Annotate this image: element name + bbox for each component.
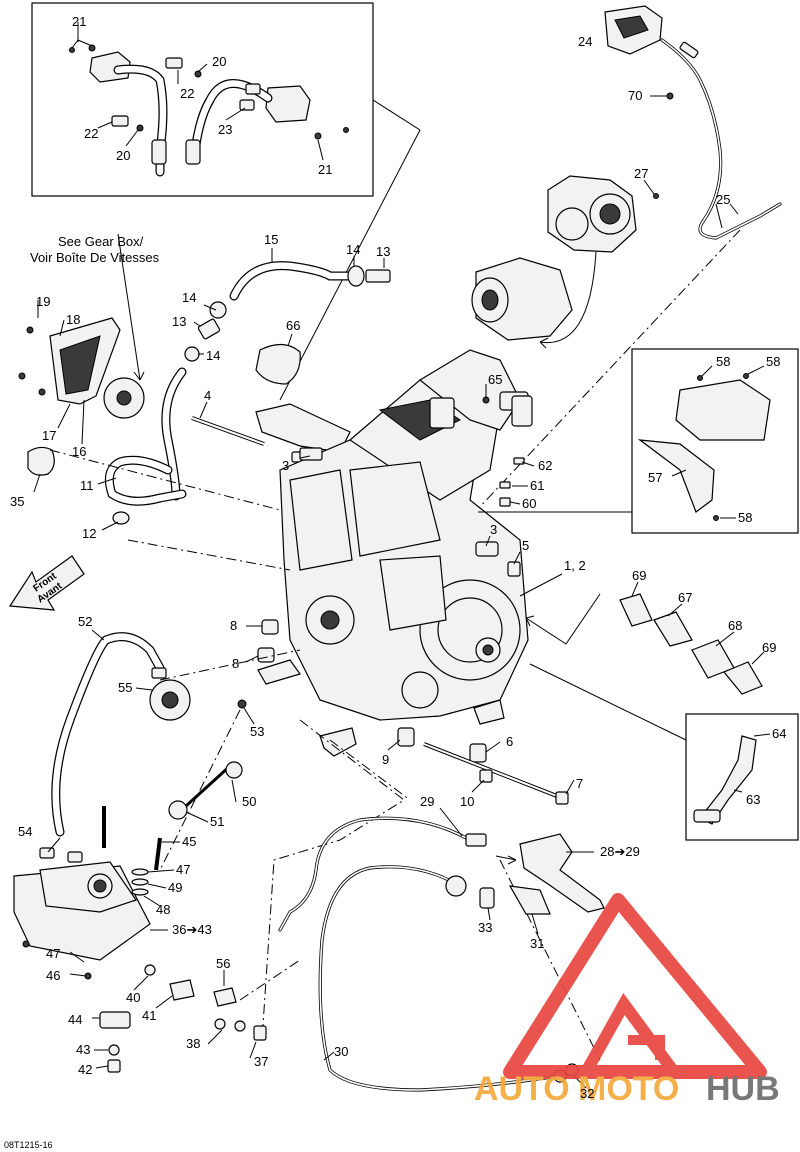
callout: 16	[72, 444, 86, 459]
callout: 51	[210, 814, 224, 829]
callout: 20	[116, 148, 130, 163]
callout: 54	[18, 824, 32, 839]
callout: 27	[634, 166, 648, 181]
autotomotohub-watermark: AUTO MOTO HUB	[474, 893, 780, 1108]
callout: 58	[738, 510, 752, 525]
callout: 33	[478, 920, 492, 935]
figure-code: 08T1215-16	[4, 1140, 53, 1150]
oil-tank-group	[13, 629, 267, 1073]
gear-box-note-line2: Voir Boîte De Vitesses	[30, 250, 160, 265]
callout: 50	[242, 794, 256, 809]
callout: 46	[46, 968, 60, 983]
callout: 64	[772, 726, 786, 741]
front-direction-arrow: Front Avant	[8, 555, 85, 611]
callout: 70	[628, 88, 642, 103]
clutch-cable-group	[278, 807, 605, 1092]
callout: 67	[678, 590, 692, 605]
callout: 8	[232, 656, 239, 671]
callout: 4	[204, 388, 211, 403]
callout: 14	[182, 290, 196, 305]
callout-labels: 21 20 22 22 20 23 21 24 70 27 25 15 14 1…	[10, 14, 786, 1101]
callout: 15	[264, 232, 278, 247]
callout: 35	[10, 494, 24, 509]
callout: 1, 2	[564, 558, 586, 573]
callout: 47	[176, 862, 190, 877]
callout: 18	[66, 312, 80, 327]
callout: 10	[460, 794, 474, 809]
callout: 55	[118, 680, 132, 695]
callout: 58	[716, 354, 730, 369]
callout: 22	[180, 86, 194, 101]
callout: 52	[78, 614, 92, 629]
callout: 49	[168, 880, 182, 895]
callout: 30	[334, 1044, 348, 1059]
callout: 13	[376, 244, 390, 259]
callout: 14	[346, 242, 360, 257]
throttle-body-group	[471, 5, 782, 349]
callout: 44	[68, 1012, 82, 1027]
callout: 68	[728, 618, 742, 633]
gear-box-note-line1: See Gear Box/	[58, 234, 144, 249]
callout: 19	[36, 294, 50, 309]
callout: 61	[530, 478, 544, 493]
callout: 40	[126, 990, 140, 1005]
intake-boots	[525, 581, 765, 695]
callout: 6	[506, 734, 513, 749]
callout: 45	[182, 834, 196, 849]
callout: 12	[82, 526, 96, 541]
callout: 22	[84, 126, 98, 141]
callout: 60	[522, 496, 536, 511]
callout: 47	[46, 946, 60, 961]
watermark-auto: AUTO	[474, 1070, 570, 1108]
callout: 21	[72, 14, 86, 29]
callout: 17	[42, 428, 56, 443]
callout: 3	[490, 522, 497, 537]
callout: 42	[78, 1062, 92, 1077]
callout: 65	[488, 372, 502, 387]
callout: 9	[382, 752, 389, 767]
shift-lever-inset	[685, 713, 799, 841]
callout: 21	[318, 162, 332, 177]
callout: 53	[250, 724, 264, 739]
callout: 56	[216, 956, 230, 971]
callout: 43	[76, 1042, 90, 1057]
callout: 66	[286, 318, 300, 333]
engine-assembly	[237, 349, 569, 805]
callout: 41	[142, 1008, 156, 1023]
callout: 38	[186, 1036, 200, 1051]
watermark-moto: MOTO	[578, 1070, 679, 1108]
callout: 3	[282, 458, 289, 473]
callout: 28➔29	[600, 844, 640, 859]
callout: 20	[212, 54, 226, 69]
callout: 57	[648, 470, 662, 485]
callout: 23	[218, 122, 232, 137]
ignition-coil-inset	[31, 2, 374, 197]
callout: 63	[746, 792, 760, 807]
callout: 5	[522, 538, 529, 553]
callout: 58	[766, 354, 780, 369]
callout: 29	[420, 794, 434, 809]
engine-mount-inset	[631, 348, 799, 534]
watermark-hub: HUB	[706, 1070, 780, 1108]
callout: 48	[156, 902, 170, 917]
callout: 36➔43	[172, 922, 212, 937]
callout: 31	[530, 936, 544, 951]
callout: 13	[172, 314, 186, 329]
callout: 69	[762, 640, 776, 655]
callout: 8	[230, 618, 237, 633]
callout: 69	[632, 568, 646, 583]
callout: 32	[580, 1086, 594, 1101]
callout: 7	[576, 776, 583, 791]
callout: 14	[206, 348, 220, 363]
callout: 37	[254, 1054, 268, 1069]
callout: 24	[578, 34, 592, 49]
callout: 11	[80, 478, 94, 493]
callout: 25	[716, 192, 730, 207]
callout: 62	[538, 458, 552, 473]
